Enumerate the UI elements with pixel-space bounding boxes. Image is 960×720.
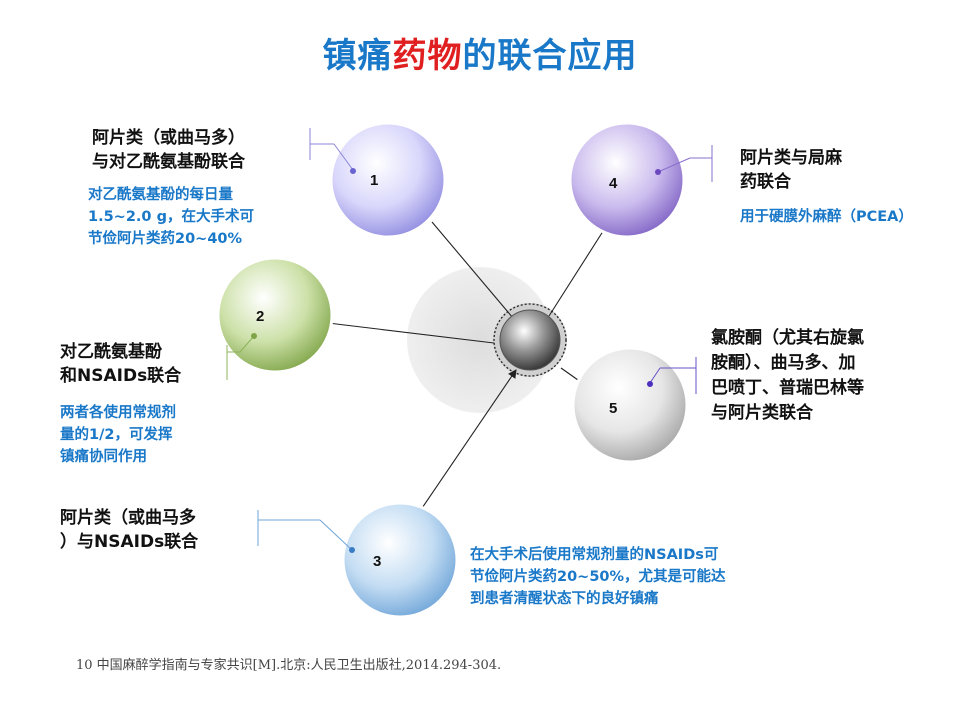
callout-2-dot [251, 333, 257, 339]
callout-4 [657, 145, 713, 182]
sphere-4-number: 4 [609, 175, 618, 192]
callout-4-dot [655, 169, 661, 175]
sphere-1 [329, 121, 447, 239]
sphere-2-number: 2 [256, 308, 265, 325]
item-4-label: 阿片类与局麻 药联合 [740, 148, 842, 192]
item-3-note: 在大手术后使用常规剂量的NSAIDs可 节俭阿片类药20~50%，尤其是可能达 … [470, 547, 726, 607]
item-4-note: 用于硬膜外麻醉（PCEA） [740, 209, 913, 225]
center-sphere [499, 309, 561, 371]
item-1-note: 对乙酰氨基酚的每日量 1.5~2.0 g，在大手术可 节俭阿片类药20~40% [88, 187, 254, 247]
item-1-label: 阿片类（或曲马多） 与对乙酰氨基酚联合 [92, 128, 245, 172]
page-title: 镇痛药物的联合应用 [0, 28, 960, 77]
connector-4 [548, 224, 608, 317]
callout-3-dot [349, 547, 355, 553]
callout-1 [309, 128, 354, 171]
sphere-3-number: 3 [373, 553, 382, 570]
sphere-5 [571, 346, 689, 464]
callout-1-dot [350, 168, 356, 174]
callout-5 [649, 357, 697, 394]
sphere-1-number: 1 [370, 172, 379, 189]
callout-2 [226, 335, 255, 380]
item-5-label: 氯胺酮（尤其右旋氯 胺酮）、曲马多、加 巴喷丁、普瑞巴林等 与阿片类联合 [711, 328, 864, 423]
item-2-label: 对乙酰氨基酚 和NSAIDs联合 [60, 342, 182, 386]
connector-1 [431, 221, 514, 319]
center-dotted-ring [493, 303, 567, 377]
sphere-2 [216, 256, 334, 374]
sphere-4 [568, 121, 686, 239]
connector-3 [417, 369, 517, 515]
title-part-3: 的联合应用 [462, 36, 638, 76]
connector-2 [327, 322, 495, 344]
callout-3 [257, 510, 353, 551]
item-2-note: 两者各使用常规剂 量的1/2，可发挥 镇痛协同作用 [60, 405, 176, 465]
reference-citation: 10 中国麻醉学指南与专家共识[M].北京:人民卫生出版社,2014.294-3… [76, 658, 502, 673]
item-3-label: 阿片类（或曲马多 ）与NSAIDs联合 [60, 508, 199, 552]
connector-5 [560, 367, 579, 381]
title-highlight: 药物 [392, 36, 463, 76]
sphere-3 [341, 501, 459, 619]
title-part-1: 镇痛 [322, 36, 393, 76]
sphere-5-number: 5 [609, 400, 618, 417]
callout-5-dot [647, 381, 653, 387]
